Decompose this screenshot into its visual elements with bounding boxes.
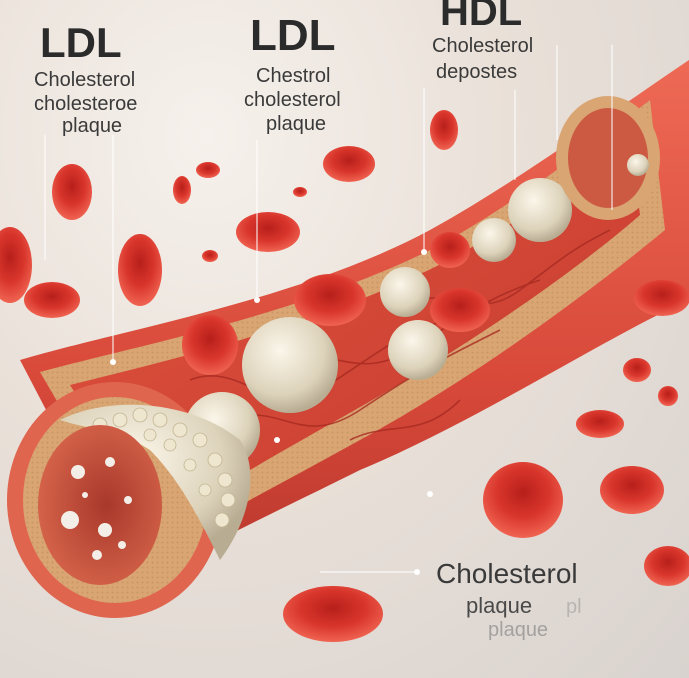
plaque-cluster [388, 320, 448, 380]
ldl-label-2-line2: cholesterol [244, 89, 341, 111]
bottom-label-line3: plaque [488, 619, 549, 641]
hdl-label-title: HDL [440, 0, 523, 34]
hdl-label-line2: depostes [436, 61, 518, 83]
plaque-cluster [472, 218, 516, 262]
bottom-label-line1: Cholesterol [436, 558, 578, 589]
plaque-cluster [242, 317, 338, 413]
ldl-label-2-title: LDL [250, 11, 336, 60]
artery-lumen [38, 425, 162, 585]
ldl-label-1-title: LDL [40, 19, 122, 66]
red-blood-cell [430, 288, 490, 332]
ldl-label-1-line2: cholesteroe [34, 93, 138, 115]
red-blood-cell [294, 274, 366, 326]
red-blood-cell [430, 232, 470, 268]
plaque-cluster [380, 267, 430, 317]
ldl-label-2-line1: Chestrol [256, 65, 331, 87]
ldl-label-1-line1: Cholesterol [34, 69, 136, 91]
leader-lines [44, 45, 613, 573]
bottom-label-line2-ghost: pl [566, 596, 582, 618]
bottom-label-line2: plaque [466, 593, 533, 618]
red-blood-cell [182, 315, 238, 375]
ldl-label-1-line3: plaque [62, 115, 123, 137]
hdl-label-line1: Cholesterol [432, 35, 534, 57]
ldl-label-2-line3: plaque [266, 113, 327, 135]
plaque-cluster [508, 178, 572, 242]
floating-red-blood-cells [0, 110, 689, 642]
